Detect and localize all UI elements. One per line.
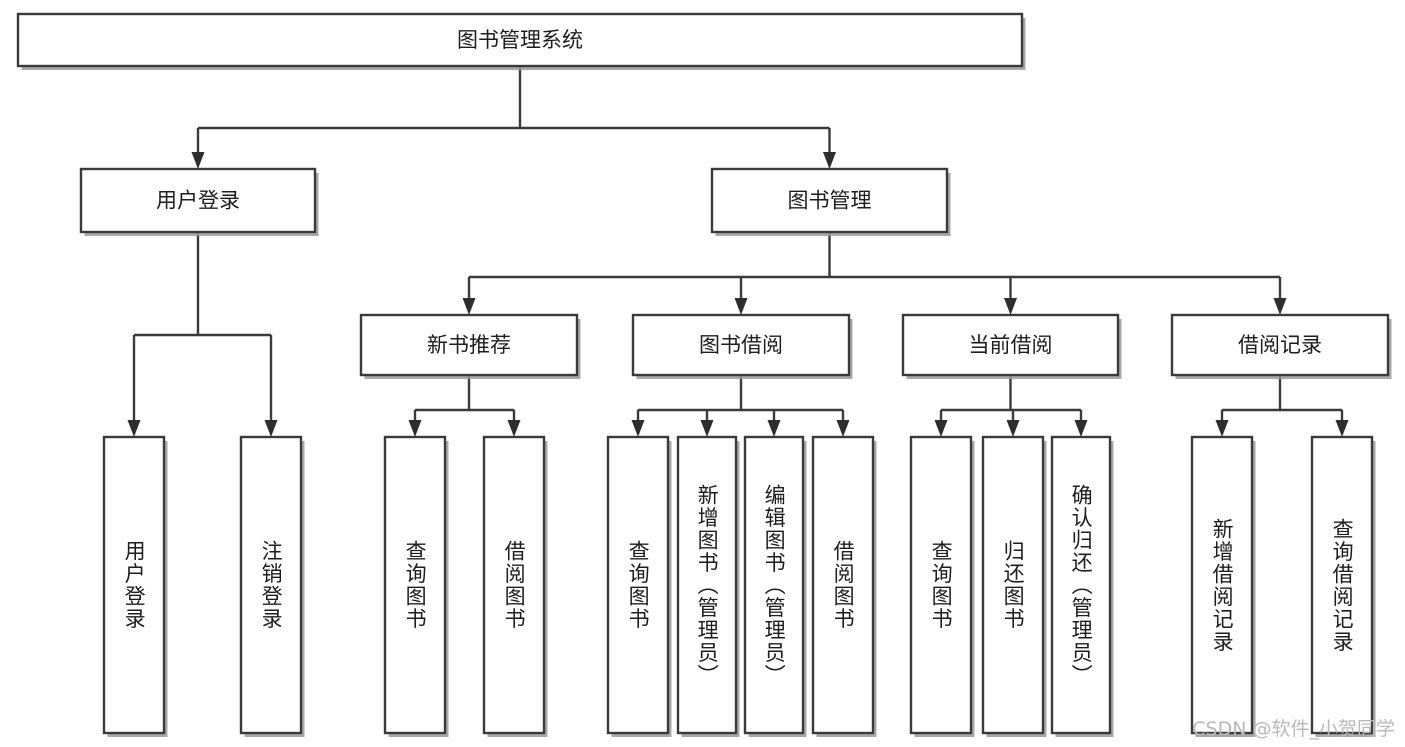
node-current-borrow-label: 当前借阅 <box>969 333 1053 357</box>
node-root-label: 图书管理系统 <box>457 28 583 52</box>
node-leaf-return-book-box[interactable] <box>981 435 1045 735</box>
arrow-head-leaf-query-book-1 <box>408 420 422 437</box>
connector-layer <box>127 66 1349 437</box>
node-book-borrow-box[interactable] <box>631 313 851 377</box>
node-leaf-query-book-3-box[interactable] <box>909 435 973 735</box>
node-root-box[interactable] <box>16 12 1024 68</box>
node-leaf-user-logout-box[interactable] <box>239 435 303 735</box>
arrow-head-leaf-query-record <box>1335 420 1349 437</box>
node-leaf-borrow-book-1-box[interactable] <box>482 435 546 735</box>
node-borrow-record-label: 借阅记录 <box>1238 333 1322 357</box>
node-current-borrow-box[interactable] <box>901 313 1120 377</box>
node-new-book-recommend-label: 新书推荐 <box>427 333 511 357</box>
arrow-head-borrow-record <box>1273 298 1287 315</box>
node-leaf-confirm-return-box[interactable] <box>1050 435 1112 735</box>
node-leaf-edit-book-box[interactable] <box>743 435 805 735</box>
arrow-head-leaf-return-book <box>1006 420 1020 437</box>
node-leaf-user-login-box[interactable] <box>102 435 166 735</box>
node-book-manage-box[interactable] <box>710 167 949 234</box>
node-new-book-recommend-box[interactable] <box>359 313 579 377</box>
node-user-login-label: 用户登录 <box>156 189 240 213</box>
arrow-head-leaf-confirm-return <box>1074 420 1088 437</box>
arrow-head-leaf-query-book-3 <box>934 420 948 437</box>
node-leaf-query-book-1-box[interactable] <box>383 435 447 735</box>
arrow-head-leaf-edit-book <box>767 420 781 437</box>
arrow-head-book-borrow <box>734 298 748 315</box>
node-book-manage-label: 图书管理 <box>788 189 872 213</box>
arrow-head-leaf-borrow-book-1 <box>507 420 521 437</box>
node-leaf-add-book-box[interactable] <box>676 435 738 735</box>
arrow-head-user-login <box>191 152 205 169</box>
node-leaf-query-record-box[interactable] <box>1310 435 1374 735</box>
node-box-layer <box>16 12 1392 737</box>
node-user-login-box[interactable] <box>79 167 317 234</box>
arrow-head-leaf-borrow-book-2 <box>836 420 850 437</box>
node-leaf-query-book-2-box[interactable] <box>606 435 670 735</box>
arrow-head-leaf-user-login <box>127 420 141 437</box>
csdn-watermark: CSDN @软件_小贺同学 <box>1192 718 1395 740</box>
arrow-head-leaf-add-book <box>700 420 714 437</box>
arrow-head-leaf-add-record <box>1215 420 1229 437</box>
node-leaf-add-record-box[interactable] <box>1190 435 1254 735</box>
node-book-borrow-label: 图书借阅 <box>699 333 783 357</box>
arrow-head-leaf-query-book-2 <box>631 420 645 437</box>
node-borrow-record-box[interactable] <box>1170 313 1390 377</box>
arrow-head-book-manage <box>823 152 836 169</box>
arrow-head-new-book-recommend <box>462 298 476 315</box>
node-leaf-borrow-book-2-box[interactable] <box>811 435 875 735</box>
arrow-head-current-borrow <box>1004 298 1017 315</box>
arrow-head-leaf-user-logout <box>264 420 278 437</box>
